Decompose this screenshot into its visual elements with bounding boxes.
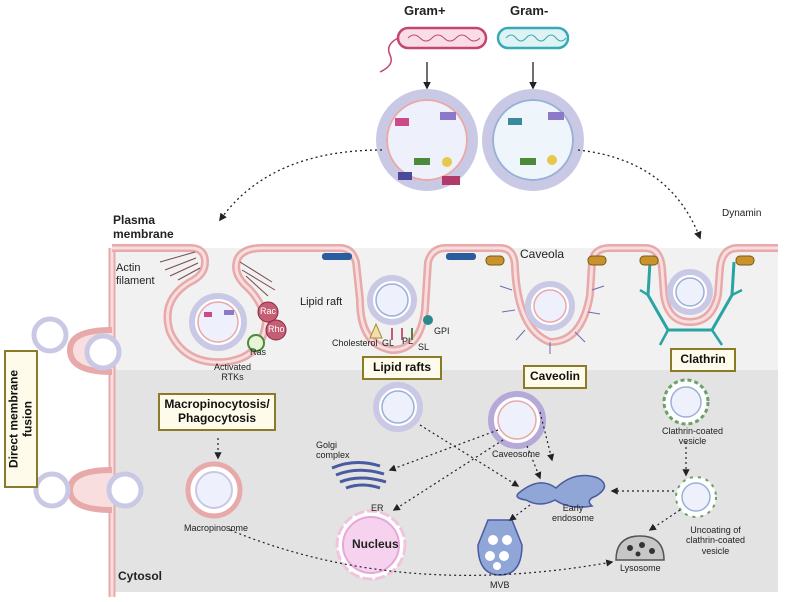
caveola-label: Caveola	[520, 247, 565, 261]
pl-label: PL	[402, 336, 414, 346]
arrow-to-clathrin	[577, 149, 702, 240]
top-plasma-membrane	[112, 244, 778, 367]
golgi-complex-label: Golgi complex	[316, 440, 350, 461]
lysosome-label: Lysosome	[620, 563, 661, 573]
dynamin-right	[735, 255, 755, 266]
golgi-complex	[331, 461, 387, 490]
gram-pos-vesicle	[376, 89, 478, 191]
lysosome	[615, 535, 665, 561]
ras-label: Ras	[250, 347, 267, 357]
uncoating-label: Uncoating of clathrin-coated vesicle	[686, 525, 746, 556]
lipid-raft-molecules	[369, 315, 433, 340]
direct-membrane-fusion-box: Direct membrane fusion	[4, 350, 38, 488]
rac-protein	[257, 301, 279, 323]
gram-positive-bacterium	[379, 26, 488, 73]
caveosome-vesicle	[488, 391, 546, 449]
clathrin-coat	[646, 261, 736, 332]
gl-label: GL	[382, 338, 395, 348]
caveola-ring-left	[485, 255, 505, 266]
caveola-ring-right	[587, 255, 607, 266]
gram-negative-label: Gram-	[510, 3, 549, 18]
rho-protein	[265, 319, 287, 341]
lipid-raft-label: Lipid raft	[300, 296, 343, 308]
gram-positive-label: Gram+	[404, 3, 446, 18]
clathrin-coated-vesicle	[662, 378, 710, 426]
actin-filament-label: Actin filament	[116, 262, 155, 287]
direct-fusion-upper	[31, 316, 122, 375]
macropinocytosis-vesicle	[189, 293, 247, 351]
nucleus-label: Nucleus	[352, 537, 399, 551]
lipid-raft-marker-1	[322, 253, 352, 260]
sl-label: SL	[418, 342, 430, 352]
direct-membrane-fusion-label: Direct membrane fusion	[6, 369, 35, 469]
cholesterol-label: Cholesterol	[332, 338, 378, 348]
dynamin-label: Dynamin	[722, 208, 762, 219]
nucleus-with-er	[335, 509, 407, 581]
gram-neg-vesicle	[482, 89, 584, 191]
mvb	[477, 519, 523, 576]
clathrin-triskelia	[639, 288, 743, 346]
mvb-label: MVB	[490, 580, 510, 590]
cytosol-label: Cytosol	[118, 569, 163, 583]
rho-label: Rho	[268, 324, 285, 334]
caveolin-spikes	[499, 285, 605, 354]
caveola-vesicle	[525, 281, 575, 331]
clathrin-box: Clathrin	[670, 348, 736, 372]
er-label: ER	[371, 503, 384, 513]
dynamin-left	[639, 255, 659, 266]
gram-negative-bacterium	[496, 26, 570, 50]
clathrin-pit-vesicle	[667, 269, 713, 315]
caveosome-label: Caveosome	[492, 449, 541, 459]
activated-rtks-label: Activated RTKs	[214, 362, 252, 383]
gpi-label: GPI	[434, 326, 450, 336]
rac-label: Rac	[260, 306, 277, 316]
direct-fusion-lower	[33, 467, 144, 513]
early-endosome-label: Early endosome	[552, 503, 595, 524]
lipid-rafts-box: Lipid rafts	[362, 356, 442, 380]
macropinosome-label: Macropinosome	[184, 523, 249, 533]
caveolin-box: Caveolin	[523, 365, 587, 389]
uncoating-vesicle	[675, 476, 717, 518]
lipid-raft-marker-2	[446, 253, 476, 260]
macropinosome-vesicle	[185, 461, 243, 519]
lipid-raft-vesicle	[367, 275, 417, 325]
actin-filaments	[159, 251, 276, 297]
early-endosome	[516, 474, 606, 508]
clathrin-coated-vesicle-label: Clathrin-coated vesicle	[662, 426, 724, 447]
ras-protein	[247, 334, 265, 352]
arrow-to-macropinocytosis	[219, 149, 383, 222]
macropinocytosis-box: Macropinocytosis/ Phagocytosis	[158, 393, 276, 431]
plasma-membrane-label: Plasma membrane	[113, 213, 174, 241]
lipid-raft-cytosol-vesicle	[373, 382, 423, 432]
flow-arrows	[214, 411, 690, 576]
